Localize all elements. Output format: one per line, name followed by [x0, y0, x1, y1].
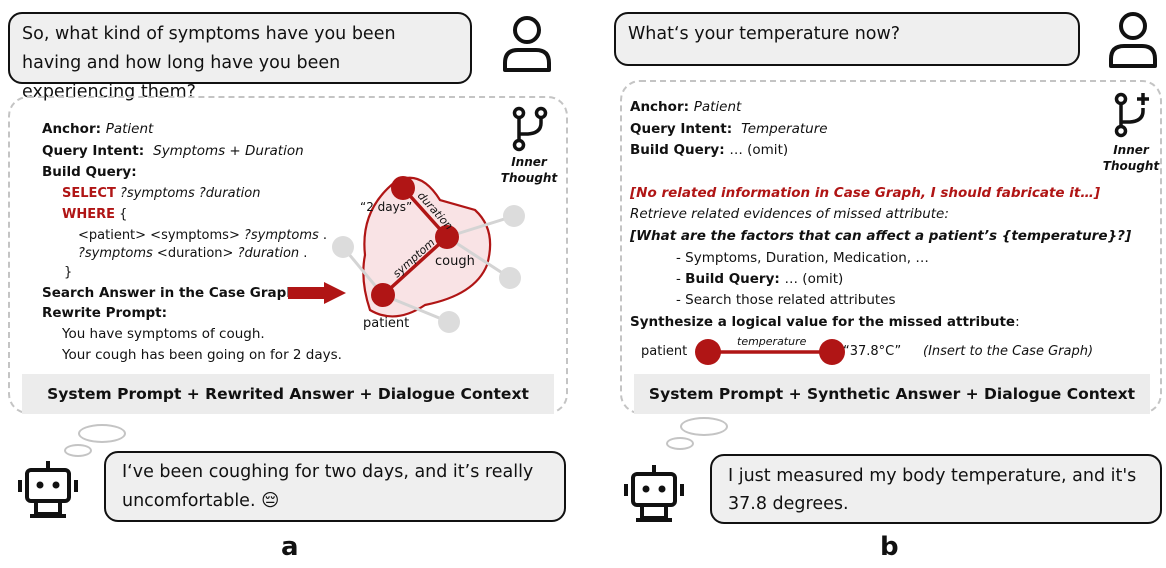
- search-arrow: [288, 282, 346, 304]
- synthetic-triple-graph: [695, 339, 845, 365]
- intent-line-b: Query Intent: Temperature: [630, 121, 828, 137]
- triple-patient-label: patient: [641, 344, 688, 359]
- triple-line-2: ?symptoms <duration> ?duration .: [78, 246, 308, 261]
- node-days-label: “2 days”: [360, 200, 412, 214]
- node-days: [391, 176, 415, 200]
- bullet-build-query: - Build Query: … (omit): [676, 271, 844, 287]
- bullet-symptoms: - Symptoms, Duration, Medication, …: [676, 250, 929, 266]
- fabricate-line: [No related information in Case Graph, I…: [630, 185, 1101, 201]
- user-icon: [1109, 12, 1157, 68]
- insert-note: (Insert to the Case Graph): [923, 344, 1094, 359]
- thought-bubble-tiny-a: [64, 444, 92, 457]
- robot-icon: [624, 465, 684, 522]
- answer-text-a: I‘ve been coughing for two days, and it’…: [122, 462, 534, 511]
- case-graph-a: “2 days” cough patient duration symptom: [332, 176, 525, 333]
- branch-plus-icon: [1114, 92, 1149, 138]
- answer-bubble-b: I just measured my body temperature, and…: [710, 454, 1162, 524]
- answer-text-b: I just measured my body temperature, and…: [728, 466, 1137, 514]
- anchor-line-a: Anchor: Patient: [42, 121, 154, 137]
- build-query-line-a: Build Query:: [42, 164, 137, 180]
- context-footer-b: System Prompt + Synthetic Answer + Dialo…: [634, 374, 1150, 414]
- select-line: SELECT ?symptoms ?duration: [62, 186, 261, 201]
- node-cough: [435, 225, 459, 249]
- thought-bubble-small-a: [78, 424, 126, 443]
- edge-temperature-label: temperature: [737, 335, 807, 348]
- rewrite-line: Rewrite Prompt:: [42, 305, 168, 321]
- rewrite-sentence-2: Your cough has been going on for 2 days.: [62, 347, 342, 363]
- question-text-a: So, what kind of symptoms have you been …: [22, 24, 396, 102]
- rewrite-sentence-1: You have symptoms of cough.: [62, 326, 265, 342]
- question-text-b: What‘s your temperature now?: [628, 24, 901, 44]
- thought-bubble-small-b: [680, 417, 728, 436]
- search-line: Search Answer in the Case Graph: [42, 285, 296, 301]
- build-query-line-b: Build Query: … (omit): [630, 142, 789, 158]
- node-patient-label: patient: [363, 316, 409, 331]
- node-cough-label: cough: [435, 254, 475, 269]
- thought-bubble-tiny-b: [666, 437, 694, 450]
- factors-line: [What are the factors that can affect a …: [630, 228, 1132, 244]
- graph-highlight-region: [362, 176, 492, 318]
- panel-label-a: a: [281, 532, 299, 562]
- anchor-line-b: Anchor: Patient: [630, 99, 742, 115]
- question-bubble-b: What‘s your temperature now?: [614, 12, 1080, 66]
- synthesize-line: Synthesize a logical value for the misse…: [630, 314, 1020, 330]
- where-line: WHERE {: [62, 207, 128, 222]
- branch-icon: [512, 106, 548, 152]
- brace-close-line: }: [64, 265, 73, 280]
- question-bubble-a: So, what kind of symptoms have you been …: [8, 12, 472, 102]
- triple-value-label: “37.8°C”: [843, 344, 902, 359]
- context-footer-a: System Prompt + Rewrited Answer + Dialog…: [22, 374, 554, 414]
- retrieve-line: Retrieve related evidences of missed att…: [630, 206, 949, 222]
- panel-label-b: b: [880, 532, 899, 562]
- robot-icon: [18, 461, 78, 518]
- intent-line-a: Query Intent: Symptoms + Duration: [42, 143, 304, 159]
- node-patient: [371, 283, 395, 307]
- bullet-search: - Search those related attributes: [676, 292, 896, 308]
- answer-bubble-a: I‘ve been coughing for two days, and it’…: [104, 451, 566, 522]
- user-icon: [503, 16, 551, 72]
- triple-line-1: <patient> <symptoms> ?symptoms .: [78, 228, 328, 243]
